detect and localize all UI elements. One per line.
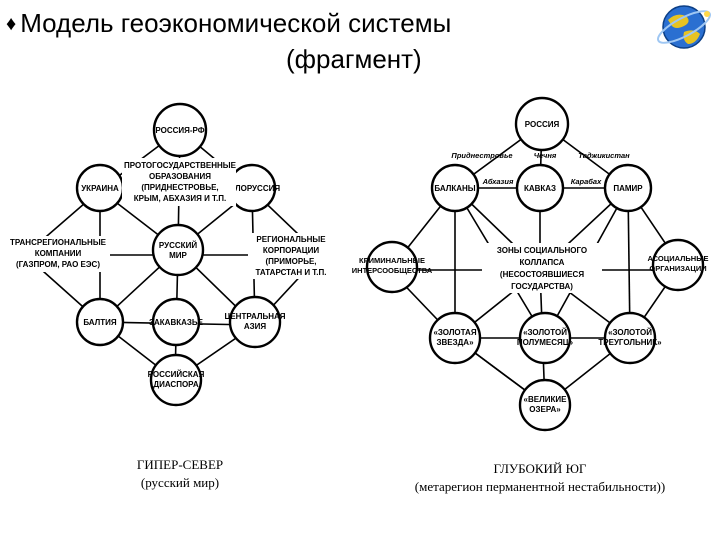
- svg-text:ГОСУДАРСТВА): ГОСУДАРСТВА): [511, 282, 573, 291]
- caption-right-title: ГЛУБОКИЙ ЮГ: [493, 461, 587, 476]
- edge-label-chechnya: Чечня: [534, 151, 557, 160]
- node-label-line: ОЗЕРА»: [529, 405, 561, 414]
- svg-text:ОБРАЗОВАНИЯ: ОБРАЗОВАНИЯ: [149, 172, 211, 181]
- caption-left-subtitle: (русский мир): [140, 475, 220, 490]
- svg-text:(НЕСОСТОЯВШИЕСЯ: (НЕСОСТОЯВШИЕСЯ: [500, 270, 584, 279]
- node-label-line: ЦЕНТРАЛЬНАЯ: [224, 312, 285, 321]
- svg-text:ТАТАРСТАН И Т.П.: ТАТАРСТАН И Т.П.: [256, 268, 327, 277]
- node-label-line: «ЗОЛОТОЙ: [608, 328, 652, 337]
- svg-text:КОРПОРАЦИИ: КОРПОРАЦИИ: [263, 246, 319, 255]
- node-pamir: ПАМИР: [603, 163, 653, 213]
- node-label: ЗАКАВКАЗЬЕ: [149, 318, 204, 327]
- node-label: БЕЛОРУССИЯ: [224, 184, 280, 193]
- node-label-line: «ВЕЛИКИЕ: [524, 395, 568, 404]
- node-zvezda: «ЗОЛОТАЯ ЗВЕЗДА»: [428, 311, 482, 365]
- node-russia-rf: РОССИЯ-РФ: [152, 102, 208, 158]
- node-label: РОССИЯ-РФ: [155, 126, 204, 135]
- node-label-line: ОРГАНИЗАЦИИ: [649, 264, 706, 273]
- svg-text:ЗОНЫ СОЦИАЛЬНОГО: ЗОНЫ СОЦИАЛЬНОГО: [497, 246, 587, 255]
- node-russkiy-mir: РУССКИЙ МИР: [151, 223, 205, 277]
- label-protogos: ПРОТОГОСУДАРСТВЕННЫЕ ОБРАЗОВАНИЯ (ПРИДНЕ…: [122, 158, 237, 206]
- node-zakavkazye: ЗАКАВКАЗЬЕ: [149, 297, 204, 347]
- slide-title: ♦Модель геоэкономической системы: [6, 8, 451, 39]
- node-kriminal: КРИМИНАЛЬНЫЕ ИНТЕРСООБЩЕСТВА: [352, 240, 433, 294]
- node-label-line: МИР: [169, 251, 187, 260]
- node-label-line: ДИАСПОРА: [153, 380, 198, 389]
- node-label-line: «ЗОЛОТОЙ: [523, 328, 567, 337]
- svg-text:ТРАНСРЕГИОНАЛЬНЫЕ: ТРАНСРЕГИОНАЛЬНЫЕ: [10, 238, 107, 247]
- node-label: РОССИЯ: [525, 120, 560, 129]
- svg-text:(ПРИМОРЬЕ,: (ПРИМОРЬЕ,: [265, 257, 316, 266]
- node-label: ПАМИР: [613, 184, 643, 193]
- svg-text:КОМПАНИИ: КОМПАНИИ: [35, 249, 82, 258]
- bullet-diamond-icon: ♦: [6, 13, 17, 35]
- svg-text:ПРОТОГОСУДАРСТВЕННЫЕ: ПРОТОГОСУДАРСТВЕННЫЕ: [124, 161, 237, 170]
- node-kavkaz: КАВКАЗ: [515, 163, 565, 213]
- edge-label-abkhazia: Абхазия: [482, 177, 514, 186]
- node-label-line: ИНТЕРСООБЩЕСТВА: [352, 266, 433, 275]
- label-zony: ЗОНЫ СОЦИАЛЬНОГО КОЛЛАПСА (НЕСОСТОЯВШИЕС…: [482, 243, 602, 293]
- svg-text:(ГАЗПРОМ, РАО ЕЭС): (ГАЗПРОМ, РАО ЕЭС): [16, 260, 100, 269]
- caption-left: ГИПЕР-СЕВЕР (русский мир): [100, 456, 260, 492]
- svg-text:РЕГИОНАЛЬНЫЕ: РЕГИОНАЛЬНЫЕ: [256, 235, 326, 244]
- label-transregional: ТРАНСРЕГИОНАЛЬНЫЕ КОМПАНИИ (ГАЗПРОМ, РАО…: [6, 236, 110, 272]
- node-label-line: ПОЛУМЕСЯЦ»: [517, 338, 574, 347]
- node-label-line: КРИМИНАЛЬНЫЕ: [359, 256, 425, 265]
- svg-text:КОЛЛАПСА: КОЛЛАПСА: [520, 258, 565, 267]
- node-label-line: РУССКИЙ: [159, 241, 197, 250]
- caption-right: ГЛУБОКИЙ ЮГ (метарегион перманентной нес…: [380, 460, 700, 496]
- node-ozera: «ВЕЛИКИЕ ОЗЕРА»: [518, 378, 572, 432]
- globe-logo-icon: [657, 5, 711, 49]
- node-rossia: РОССИЯ: [514, 96, 570, 152]
- node-label-line: РОССИЙСКАЯ: [148, 370, 205, 379]
- caption-left-title: ГИПЕР-СЕВЕР: [136, 457, 224, 472]
- node-polumesyac: «ЗОЛОТОЙ ПОЛУМЕСЯЦ»: [517, 311, 574, 365]
- node-ukraina: УКРАИНА: [75, 163, 125, 213]
- node-label-line: ТРЕУГОЛЬНИК»: [598, 338, 662, 347]
- node-label-line: АЗИЯ: [244, 322, 267, 331]
- edge-label-karabakh: Карабах: [571, 177, 602, 186]
- node-asocial: АСОЦИАЛЬНЫЕ ОРГАНИЗАЦИИ: [647, 238, 709, 292]
- node-label-line: ЗВЕЗДА»: [436, 338, 474, 347]
- title-text: Модель геоэкономической системы: [20, 8, 452, 38]
- caption-right-subtitle: (метарегион перманентной нестабильности)…: [414, 479, 666, 494]
- node-label-line: АСОЦИАЛЬНЫЕ: [647, 254, 708, 263]
- node-baltia: БАЛТИЯ: [75, 297, 125, 347]
- node-label: КАВКАЗ: [524, 184, 556, 193]
- node-central-asia: ЦЕНТРАЛЬНАЯ АЗИЯ: [224, 295, 286, 349]
- label-regional: РЕГИОНАЛЬНЫЕ КОРПОРАЦИИ (ПРИМОРЬЕ, ТАТАР…: [248, 233, 334, 279]
- node-balkany: БАЛКАНЫ: [430, 163, 480, 213]
- node-label-line: «ЗОЛОТАЯ: [433, 328, 476, 337]
- svg-text:КРЫМ, АБХАЗИЯ И Т.П.: КРЫМ, АБХАЗИЯ И Т.П.: [134, 194, 227, 203]
- edge-labels: Приднестровье Чечня Таджикистан Абхазия …: [451, 151, 630, 186]
- node-treugolnik: «ЗОЛОТОЙ ТРЕУГОЛЬНИК»: [598, 311, 662, 365]
- slide-subtitle: (фрагмент): [286, 44, 422, 74]
- node-label: БАЛКАНЫ: [434, 184, 475, 193]
- node-label: УКРАИНА: [81, 184, 119, 193]
- svg-text:(ПРИДНЕСТРОВЬЕ,: (ПРИДНЕСТРОВЬЕ,: [141, 183, 218, 192]
- edge-label-pridnestrovie: Приднестровье: [451, 151, 512, 160]
- edge-label-tadzhikistan: Таджикистан: [578, 151, 630, 160]
- node-label: БАЛТИЯ: [83, 318, 117, 327]
- node-diaspora: РОССИЙСКАЯ ДИАСПОРА: [148, 353, 205, 407]
